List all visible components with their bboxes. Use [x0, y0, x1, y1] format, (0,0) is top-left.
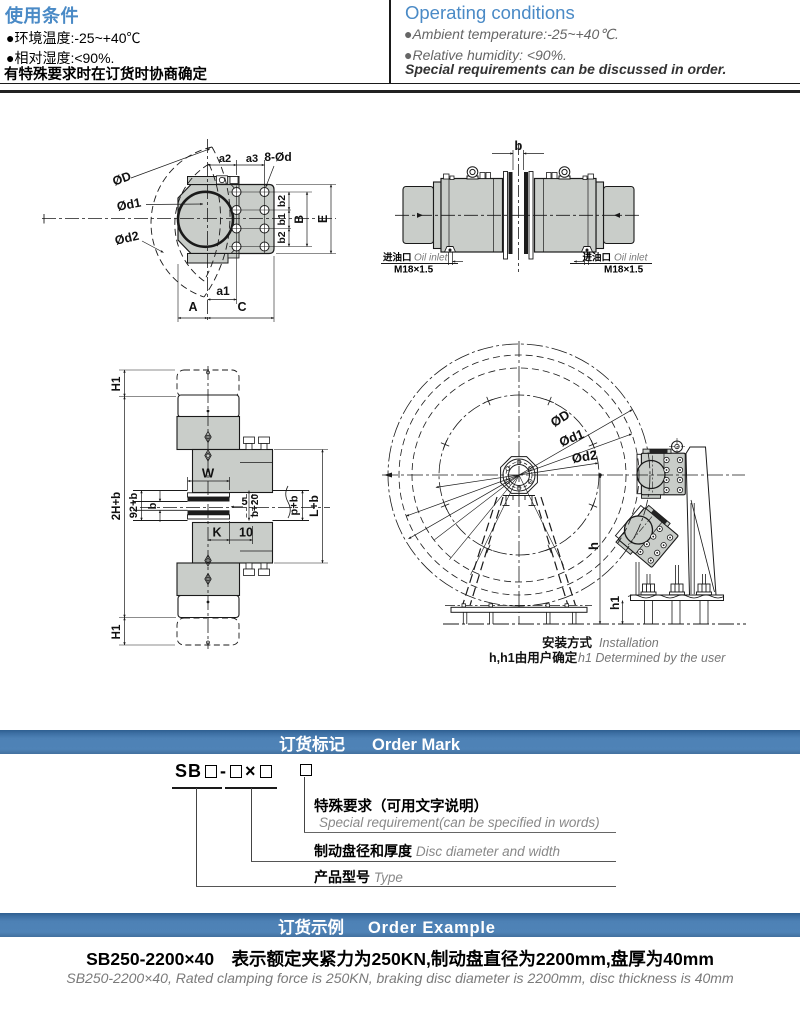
svg-text:H1: H1	[111, 376, 123, 391]
svg-text:Ød1: Ød1	[116, 195, 143, 213]
svg-text:h1 Determined by the user: h1 Determined by the user	[578, 651, 726, 665]
svg-text:a2: a2	[219, 153, 231, 165]
svg-text:a1: a1	[216, 284, 230, 298]
svg-text:b1: b1	[276, 213, 288, 225]
svg-text:W: W	[202, 466, 215, 481]
svg-text:h,h1由用户确定: h,h1由用户确定	[489, 650, 578, 665]
svg-text:Ød2: Ød2	[113, 229, 140, 248]
svg-text:a3: a3	[246, 153, 258, 165]
svg-text:进油口: 进油口	[383, 252, 412, 264]
svg-text:10: 10	[239, 526, 253, 540]
svg-text:安装方式: 安装方式	[542, 635, 593, 650]
svg-text:进油口: 进油口	[583, 252, 612, 264]
svg-text:A: A	[188, 300, 197, 314]
svg-text:B: B	[292, 215, 306, 224]
svg-text:H1: H1	[111, 624, 123, 639]
svg-text:M18×1.5: M18×1.5	[394, 265, 434, 276]
svg-text:h1: h1	[608, 596, 622, 610]
svg-text:ØD: ØD	[548, 407, 572, 430]
svg-text:Installation: Installation	[599, 636, 659, 650]
svg-text:Ød1: Ød1	[557, 426, 586, 449]
svg-text:Oil inlet: Oil inlet	[414, 253, 449, 264]
svg-text:K: K	[212, 526, 221, 540]
svg-text:5: 5	[242, 496, 248, 508]
svg-text:b: b	[147, 502, 159, 509]
svg-text:b: b	[514, 138, 522, 153]
svg-text:b2: b2	[276, 195, 288, 207]
svg-text:b2: b2	[276, 231, 288, 243]
svg-text:Oil inlet: Oil inlet	[614, 253, 649, 264]
svg-text:h: h	[586, 542, 601, 550]
svg-text:8-Ød: 8-Ød	[264, 150, 291, 164]
svg-text:M18×1.5: M18×1.5	[604, 265, 644, 276]
svg-text:p+b: p+b	[289, 495, 301, 515]
svg-text:2H+b: 2H+b	[111, 492, 123, 520]
svg-text:C: C	[237, 300, 246, 314]
svg-text:92+b: 92+b	[128, 493, 140, 519]
svg-text:L+b: L+b	[307, 495, 321, 517]
svg-text:Ød2: Ød2	[571, 447, 598, 466]
svg-text:ØD: ØD	[111, 169, 133, 189]
svg-text:b+20: b+20	[250, 494, 261, 518]
svg-text:E: E	[316, 215, 330, 223]
